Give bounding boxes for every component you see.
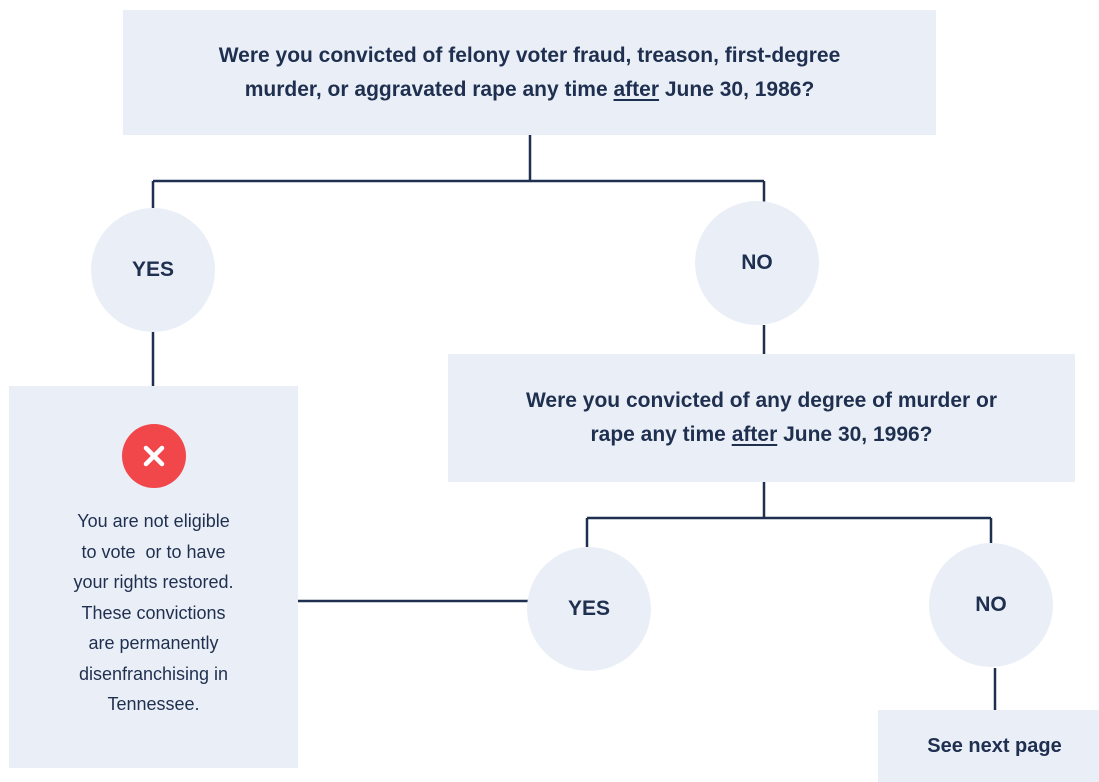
question-2-line-2-pre: rape any time	[590, 423, 726, 446]
answer-no-circle-1: NO	[695, 201, 819, 325]
answer-no-circle-2: NO	[929, 543, 1053, 667]
result-line: Tennessee.	[107, 694, 200, 714]
ineligible-result-text: You are not eligible to vote or to have …	[44, 506, 264, 720]
result-line: disenfranchising in	[78, 663, 229, 684]
answer-yes-circle-2: YES	[527, 547, 651, 671]
answer-no-label-1: NO	[741, 251, 773, 274]
result-line: your rights restored.	[73, 572, 234, 592]
question-2-line-2: rape any time after June 30, 1996?	[526, 418, 997, 452]
question-2-line-1: Were you convicted of any degree of murd…	[525, 389, 998, 412]
answer-yes-circle-1: YES	[91, 208, 215, 332]
question-1-text: Were you convicted of felony voter fraud…	[219, 39, 841, 107]
question-2-text: Were you convicted of any degree of murd…	[526, 384, 997, 452]
result-line: are permanently	[88, 633, 219, 653]
question-2-line-2-post: June 30, 1996?	[783, 423, 933, 446]
result-line: These convictions	[81, 602, 226, 623]
question-box-2: Were you convicted of any degree of murd…	[448, 354, 1075, 482]
x-icon	[121, 424, 186, 488]
next-page-box: See next page	[878, 710, 1099, 782]
question-1-line-2: murder, or aggravated rape any time afte…	[219, 73, 841, 107]
next-page-text: See next page	[927, 734, 1062, 757]
question-1-line-2-post: June 30, 1986?	[664, 77, 815, 101]
ineligible-result-box: You are not eligible to vote or to have …	[9, 386, 298, 768]
question-2-emphasis-after: after	[731, 423, 778, 446]
question-1-emphasis-after: after	[613, 77, 660, 101]
question-1-line-2-pre: murder, or aggravated rape any time	[244, 77, 608, 101]
answer-yes-label-1: YES	[131, 258, 175, 281]
answer-yes-label-2: YES	[567, 597, 611, 620]
question-1-line-1: Were you convicted of felony voter fraud…	[218, 43, 841, 67]
answer-no-label-2: NO	[975, 593, 1007, 616]
result-line: You are not eligible	[77, 511, 230, 531]
result-line: to vote or to have	[81, 541, 226, 562]
question-box-1: Were you convicted of felony voter fraud…	[123, 10, 936, 135]
